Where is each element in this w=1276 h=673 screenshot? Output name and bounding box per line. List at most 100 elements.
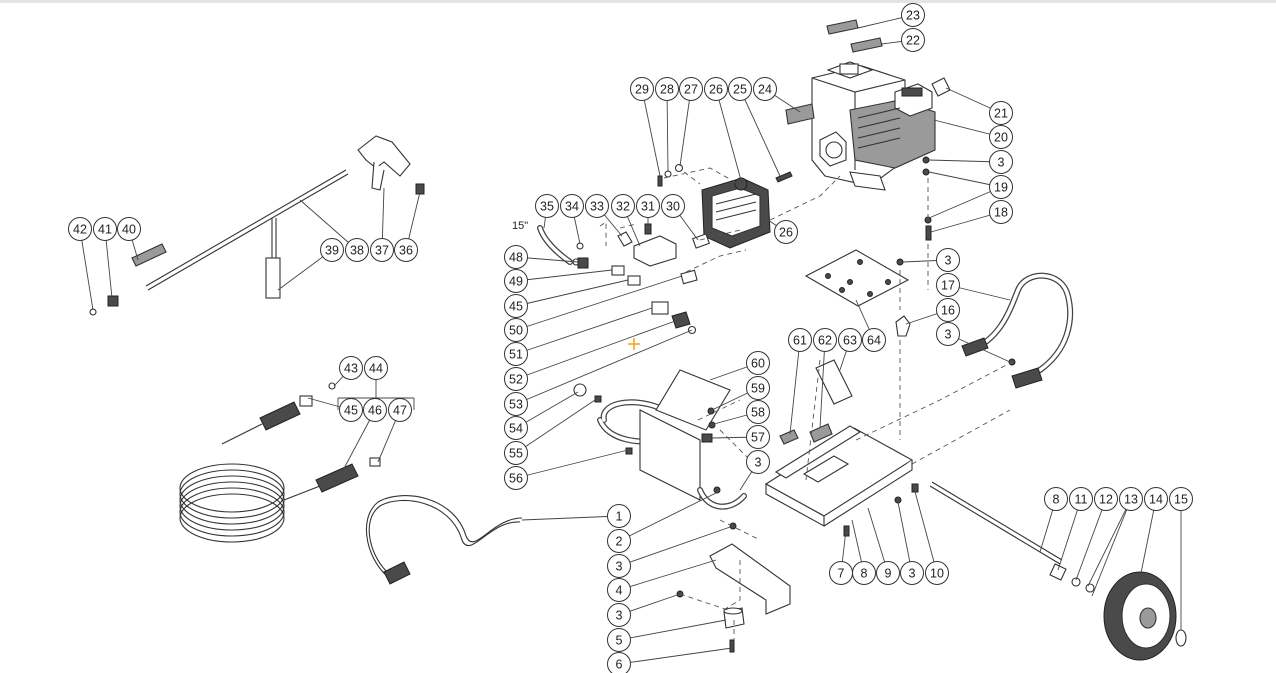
callout-8: 8 xyxy=(852,561,876,585)
callout-number: 34 xyxy=(565,200,579,214)
leader-line-52 xyxy=(515,319,679,380)
callout-bubble xyxy=(117,217,141,241)
leader-line-11 xyxy=(1057,498,1082,571)
callout-6: 6 xyxy=(607,652,631,673)
callout-bubble xyxy=(585,194,609,218)
callout-3: 3 xyxy=(900,561,924,585)
axle-8-drawing xyxy=(929,481,1063,565)
bolt-18-drawing xyxy=(925,225,932,241)
leader-line-13 xyxy=(1087,498,1132,587)
callout-number: 16 xyxy=(941,304,955,318)
bolt-29-drawing xyxy=(657,175,663,187)
callout-23: 23 xyxy=(901,3,925,27)
callout-bubble xyxy=(1094,487,1118,511)
callout-number: 5 xyxy=(616,634,623,648)
callout-3: 3 xyxy=(607,603,631,627)
callout-26: 26 xyxy=(704,77,728,101)
leader-line-19 xyxy=(928,186,1002,219)
callout-bubble xyxy=(989,175,1013,199)
callout-bubble xyxy=(1069,487,1093,511)
callout-number: 25 xyxy=(733,83,747,97)
callout-number: 41 xyxy=(98,223,112,237)
callout-44-bracket xyxy=(337,378,415,410)
callout-5: 5 xyxy=(607,628,631,652)
callout-bubble xyxy=(746,376,770,400)
callout-number: 23 xyxy=(906,9,920,23)
callout-3: 3 xyxy=(746,450,770,474)
callout-36: 36 xyxy=(394,238,418,262)
leader-line-53 xyxy=(515,329,693,405)
callout-number: 48 xyxy=(509,251,523,265)
pump-drawing xyxy=(701,177,771,249)
leader-line-14 xyxy=(1139,498,1157,579)
callout-7: 7 xyxy=(829,561,853,585)
nut-3c-drawing xyxy=(896,258,904,266)
callout-number: 42 xyxy=(73,223,87,237)
callout-number: 45 xyxy=(344,404,358,418)
callout-bubble xyxy=(560,194,584,218)
leader-line-2 xyxy=(618,491,719,542)
plug-59-drawing xyxy=(707,407,715,415)
callout-2: 2 xyxy=(607,529,631,553)
callout-number: 49 xyxy=(509,275,523,289)
callout-bubble xyxy=(774,220,798,244)
callout-bubble xyxy=(363,398,387,422)
cap-15-drawing xyxy=(1175,629,1187,647)
leader-line-26 xyxy=(715,88,743,185)
callout-bubble xyxy=(746,400,770,424)
leader-line-3 xyxy=(618,525,734,567)
callout-number: 62 xyxy=(818,334,832,348)
callout-bubble xyxy=(535,194,559,218)
callout-10: 10 xyxy=(925,561,949,585)
unloader-drawing xyxy=(633,235,677,267)
leader-line-1 xyxy=(521,515,620,521)
fitting-49-drawing xyxy=(611,265,625,276)
callout-40: 40 xyxy=(117,217,141,241)
callout-bubble xyxy=(728,77,752,101)
leader-line-50 xyxy=(515,275,683,331)
callout-number: 13 xyxy=(1124,493,1138,507)
engine-drawing xyxy=(811,61,936,191)
callout-number: 24 xyxy=(758,83,772,97)
callout-number: 19 xyxy=(994,181,1008,195)
leader-line-28 xyxy=(666,88,669,173)
callout-bubble xyxy=(753,77,777,101)
decal-40-drawing xyxy=(131,243,167,267)
callout-bubble xyxy=(504,466,528,490)
callout-bubble xyxy=(339,356,363,380)
callout-bubble xyxy=(746,450,770,474)
callout-bubble xyxy=(504,342,528,366)
callout-15: 15 xyxy=(1169,487,1193,511)
screw-6-drawing xyxy=(729,639,735,653)
leader-line-3 xyxy=(897,501,913,574)
callout-bubble xyxy=(862,328,886,352)
callout-bubble xyxy=(661,194,685,218)
callout-bubble xyxy=(1169,487,1193,511)
callout-number: 57 xyxy=(751,431,765,445)
callout-number: 47 xyxy=(393,404,407,418)
callout-53: 53 xyxy=(504,392,528,416)
callout-bubble xyxy=(504,318,528,342)
callout-bubble xyxy=(1144,487,1168,511)
decal-61-drawing xyxy=(779,429,799,445)
callout-number: 3 xyxy=(616,560,623,574)
callout-bubble xyxy=(607,578,631,602)
callout-24: 24 xyxy=(753,77,777,101)
callout-number: 22 xyxy=(906,34,920,48)
callout-bubble xyxy=(788,328,812,352)
callout-number: 56 xyxy=(509,472,523,486)
hose-length-label: 15" xyxy=(512,220,528,232)
bolt-7-drawing xyxy=(843,525,850,537)
callout-bubble xyxy=(68,217,92,241)
leader-line-61 xyxy=(789,339,801,435)
washer-12-drawing xyxy=(1071,577,1081,587)
callout-number: 30 xyxy=(666,200,680,214)
callout-number: 1 xyxy=(616,510,623,524)
callout-bubble xyxy=(746,425,770,449)
fitting-48-drawing xyxy=(577,257,589,269)
callout-number: 11 xyxy=(1075,493,1088,507)
callout-bubble xyxy=(607,529,631,553)
callout-number: 26 xyxy=(709,83,723,97)
callout-55: 55 xyxy=(504,441,528,465)
nut-3b-drawing xyxy=(922,168,930,176)
